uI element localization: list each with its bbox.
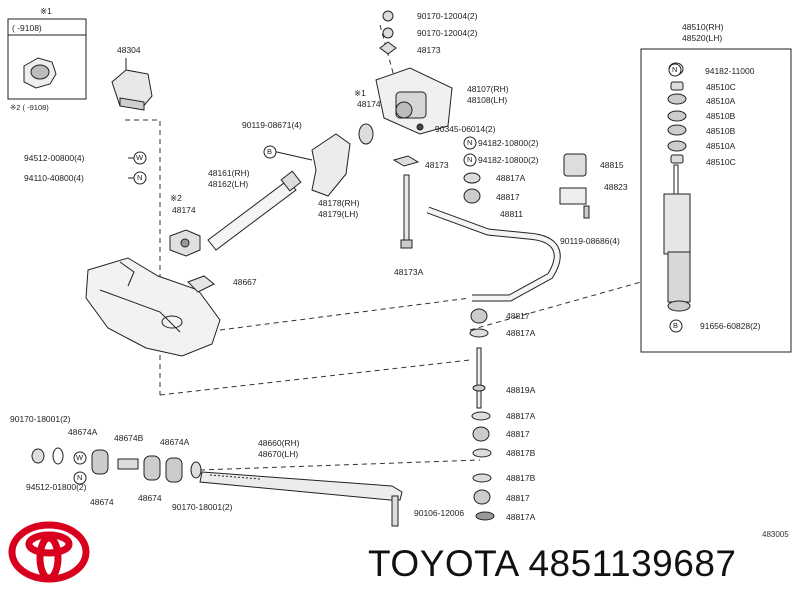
label-48817-4: 48817 xyxy=(506,493,530,503)
label-48817A-2: 48817A xyxy=(506,328,536,338)
label-48173b: 48173 xyxy=(425,160,449,170)
callout-w-1: W xyxy=(136,153,144,162)
toyota-logo-icon xyxy=(8,521,90,583)
label-48107: 48107(RH) xyxy=(467,84,509,94)
label-48178: 48178(RH) xyxy=(318,198,360,208)
inset-note2: ※2 ( -9108) xyxy=(10,103,49,112)
label-90106: 90106-12006 xyxy=(414,508,465,518)
label-94512-01800: 94512-01800(2) xyxy=(26,482,87,492)
label-94512-00800: 94512-00800(4) xyxy=(24,153,85,163)
label-48510B-1: 48510B xyxy=(706,111,736,121)
label-90345: 90345-06014(2) xyxy=(435,124,496,134)
footer-part-number: 4851139687 xyxy=(528,543,737,584)
label-48815: 48815 xyxy=(600,160,624,170)
label-48819A: 48819A xyxy=(506,385,536,395)
part-48174-right xyxy=(358,123,374,145)
label-48817B-1: 48817B xyxy=(506,448,536,458)
label-48811: 48811 xyxy=(500,209,524,219)
label-48510A-1: 48510A xyxy=(706,96,736,106)
label-48667: 48667 xyxy=(233,277,257,287)
part-48161-shaft xyxy=(207,170,302,251)
inset-note1-range: ( -9108) xyxy=(12,23,42,33)
label-48174b-mark: ※1 xyxy=(354,88,366,98)
label-48674A-1: 48674A xyxy=(68,427,98,437)
inset-note1-mark: ※1 xyxy=(40,6,52,16)
callout-n-5: N xyxy=(77,473,83,482)
label-48674A-2: 48674A xyxy=(160,437,190,447)
label-94182-11000: 94182-11000 xyxy=(705,66,755,76)
part-crossmember xyxy=(85,257,221,357)
part-48667 xyxy=(187,275,215,293)
label-48304: 48304 xyxy=(117,45,141,55)
label-48817A-3: 48817A xyxy=(506,411,536,421)
label-48817A-1: 48817A xyxy=(496,173,526,183)
footer-brand: TOYOTA xyxy=(368,543,518,584)
label-48817-1: 48817 xyxy=(496,192,520,202)
label-48817-2: 48817 xyxy=(506,311,530,321)
part-lower-bushings xyxy=(31,447,202,483)
label-90170-18001a: 90170-18001(2) xyxy=(10,414,71,424)
callout-n-3: N xyxy=(467,155,473,164)
label-48823: 48823 xyxy=(604,182,628,192)
label-48817-3: 48817 xyxy=(506,429,530,439)
label-90170-12004b: 90170-12004(2) xyxy=(417,28,478,38)
label-48174a-mark: ※2 xyxy=(170,193,182,203)
part-48178 xyxy=(311,133,351,197)
label-48510C-1: 48510C xyxy=(706,82,736,92)
footer-brand-part: TOYOTA 4851139687 xyxy=(368,544,736,584)
part-48107 xyxy=(375,67,453,135)
part-48173A-bolt xyxy=(400,174,413,249)
label-48162: 48162(LH) xyxy=(208,179,249,189)
callout-n-2: N xyxy=(467,138,473,147)
label-48674-2: 48674 xyxy=(138,493,162,503)
inset-box xyxy=(7,18,87,100)
label-90170-18001b: 90170-18001(2) xyxy=(172,502,233,512)
label-94110-40800: 94110-40800(4) xyxy=(24,173,84,183)
label-48674B: 48674B xyxy=(114,433,144,443)
part-48660-rod xyxy=(199,471,403,527)
shock-box xyxy=(640,48,792,353)
label-48674-1: 48674 xyxy=(90,497,114,507)
callout-n-1: N xyxy=(137,173,143,182)
label-48510B-2: 48510B xyxy=(706,126,736,136)
label-48174b: 48174 xyxy=(357,99,381,109)
label-48161: 48161(RH) xyxy=(208,168,250,178)
label-48108: 48108(LH) xyxy=(467,95,508,105)
label-48510A-2: 48510A xyxy=(706,141,736,151)
part-link-stack xyxy=(469,308,495,521)
part-48815 xyxy=(563,153,587,177)
part-48823 xyxy=(559,187,587,205)
label-90119-08671: 90119-08671(4) xyxy=(242,120,302,130)
callout-b-1: B xyxy=(267,147,273,156)
label-48510C-2: 48510C xyxy=(706,157,736,167)
label-48817B-2: 48817B xyxy=(506,473,536,483)
label-94182-10800b: 94182-10800(2) xyxy=(478,155,539,165)
label-90170-12004a: 90170-12004(2) xyxy=(417,11,478,21)
callout-w-2: W xyxy=(76,453,84,462)
label-48670: 48670(LH) xyxy=(258,449,299,459)
part-48174-left xyxy=(169,229,201,257)
label-48173a: 48173 xyxy=(417,45,441,55)
label-90119-08686: 90119-08686(4) xyxy=(560,236,620,246)
label-48510: 48510(RH) xyxy=(682,22,724,32)
callout-n-4: N xyxy=(672,65,678,74)
callout-b-2: B xyxy=(673,321,679,330)
label-48520: 48520(LH) xyxy=(682,33,723,43)
label-48173A: 48173A xyxy=(394,267,424,277)
part-48304 xyxy=(111,58,153,111)
label-48174a: 48174 xyxy=(172,205,196,215)
label-94182-10800a: 94182-10800(2) xyxy=(478,138,539,148)
label-91656: 91656-60828(2) xyxy=(700,321,761,331)
part-48510-shock xyxy=(663,62,691,312)
figure-code: 483005 xyxy=(762,530,789,539)
label-48179: 48179(LH) xyxy=(318,209,359,219)
label-48817A-4: 48817A xyxy=(506,512,536,522)
label-48660: 48660(RH) xyxy=(258,438,300,448)
